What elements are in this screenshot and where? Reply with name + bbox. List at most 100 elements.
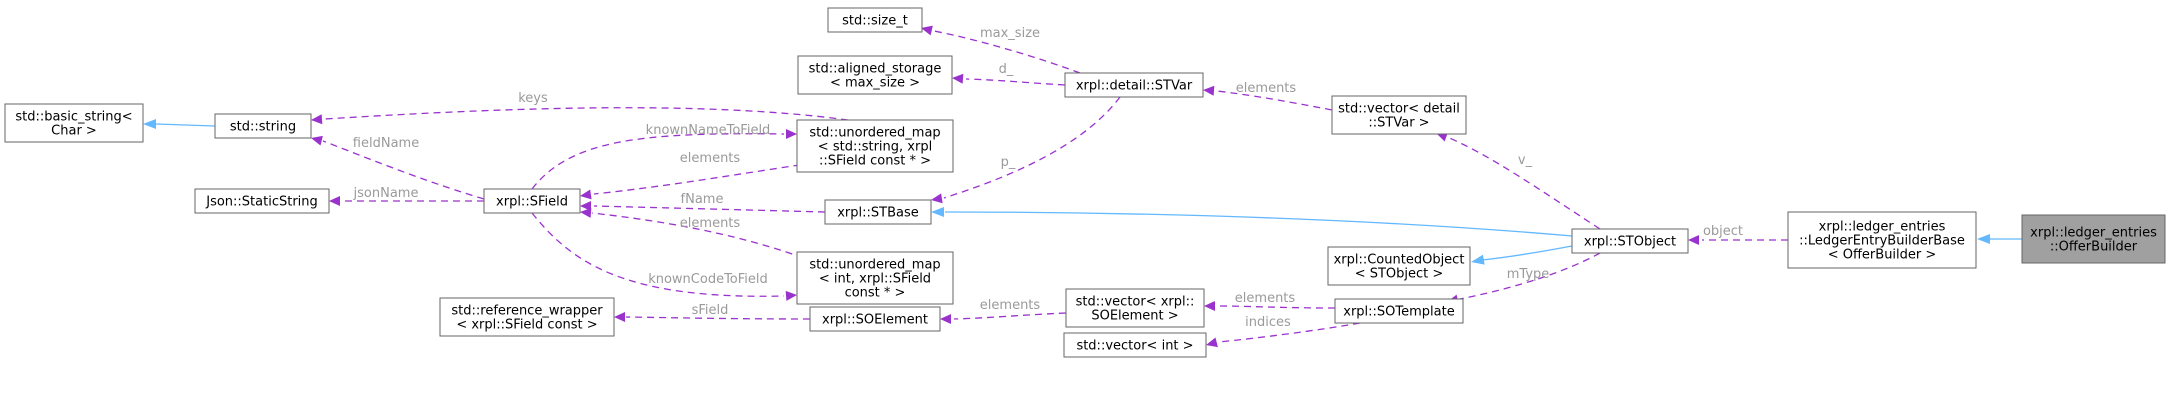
class-node-stobject[interactable]: xrpl::STObject <box>1571 228 1689 254</box>
edge-arrowhead <box>311 114 323 125</box>
class-node-label: < std::string, xrpl <box>818 140 932 155</box>
class-node-label: < STObject > <box>1355 267 1444 282</box>
edge-arrowhead <box>940 314 951 324</box>
class-node-label: xrpl::detail::STVar <box>1076 79 1193 94</box>
edge-label-object: object <box>1703 224 1743 239</box>
edge-arrowhead <box>1203 85 1215 96</box>
edge-label-mtype: mType <box>1507 267 1550 282</box>
edge-use-keys <box>324 107 849 121</box>
class-node-basic-string[interactable]: std::basic_string<Char > <box>4 103 144 143</box>
edge-arrowhead <box>580 207 592 218</box>
class-node-label: Json::StaticString <box>205 195 318 210</box>
edge-label-v: v_ <box>1518 153 1533 168</box>
class-node-box <box>1331 95 1467 135</box>
class-node-box <box>1063 332 1207 358</box>
class-node-label: const * > <box>845 286 906 301</box>
class-node-stbase[interactable]: xrpl::STBase <box>824 199 932 225</box>
edge-arrowhead <box>1204 301 1215 311</box>
class-node-label: xrpl::CountedObject <box>1334 253 1465 268</box>
class-node-box <box>827 7 923 33</box>
class-node-label: xrpl::SField <box>496 195 568 210</box>
class-node-box <box>439 297 615 337</box>
class-node-counted-object[interactable]: xrpl::CountedObject< STObject > <box>1327 246 1471 286</box>
class-node-vector-int[interactable]: std::vector< int > <box>1063 332 1207 358</box>
class-node-box <box>824 199 932 225</box>
class-node-unordered-map-int[interactable]: std::unordered_map< int, xrpl::SFieldcon… <box>796 251 954 305</box>
edge-label-keys: keys <box>518 91 548 106</box>
edge-arrowhead <box>931 207 944 217</box>
edge-use-known-code-to-field <box>531 212 785 297</box>
class-node-std-string[interactable]: std::string <box>214 113 312 139</box>
edge-label-json-name: jsonName <box>353 186 419 201</box>
edge-label-max-size: max_size <box>980 26 1040 41</box>
edge-use-p <box>943 96 1121 199</box>
class-node-sfield[interactable]: xrpl::SField <box>483 188 581 214</box>
edge-arrowhead <box>952 73 964 84</box>
class-node-label: xrpl::SOElement <box>822 313 928 328</box>
edge-use-fname <box>593 205 826 213</box>
class-node-label: Char > <box>51 124 97 139</box>
class-node-sotemplate[interactable]: xrpl::SOTemplate <box>1334 298 1464 324</box>
edge-arrowhead <box>931 193 943 204</box>
edge-use-v <box>1446 136 1601 230</box>
edge-use-max-size <box>933 30 1081 74</box>
class-node-label: std::reference_wrapper <box>451 304 603 319</box>
class-node-label: < max_size > <box>830 76 920 91</box>
edge-label-elements-map-string: elements <box>680 151 741 166</box>
edge-label-elements-stvar: elements <box>1236 81 1297 96</box>
class-node-box <box>4 103 144 143</box>
class-node-label: ::OfferBuilder <box>2050 240 2138 255</box>
edge-label-elements-soelement: elements <box>980 298 1041 313</box>
edge-arrowhead <box>580 201 591 211</box>
edge-label-sfield: sField <box>692 303 729 318</box>
class-node-box <box>1065 288 1205 328</box>
class-node-box <box>2021 214 2166 264</box>
class-node-unordered-map-string[interactable]: std::unordered_map< std::string, xrpl::S… <box>796 119 954 173</box>
class-node-aligned-storage[interactable]: std::aligned_storage< max_size > <box>797 55 953 95</box>
class-node-static-string[interactable]: Json::StaticString <box>194 188 330 214</box>
class-node-label: std::unordered_map <box>809 258 940 273</box>
class-node-label: std::aligned_storage <box>809 62 942 77</box>
class-node-box <box>796 251 954 305</box>
class-node-box <box>1064 72 1204 98</box>
edge-label-d: d_ <box>999 62 1014 77</box>
class-node-ledger-entry-builder-base[interactable]: xrpl::ledger_entries::LedgerEntryBuilder… <box>1787 211 1977 269</box>
class-node-stvar[interactable]: xrpl::detail::STVar <box>1064 72 1204 98</box>
class-node-box <box>809 306 941 332</box>
class-node-label: std::basic_string< <box>15 110 132 125</box>
class-node-label: std::size_t <box>842 14 908 29</box>
class-node-vector-soelement[interactable]: std::vector< xrpl::SOElement > <box>1065 288 1205 328</box>
class-node-box <box>797 55 953 95</box>
edge-label-indices: indices <box>1245 315 1291 330</box>
class-node-soelement[interactable]: xrpl::SOElement <box>809 306 941 332</box>
class-node-box <box>1787 211 1977 269</box>
edge-arrowhead <box>1471 254 1485 265</box>
class-node-label: std::string <box>230 120 296 135</box>
edge-use-elements-soelement <box>953 312 1067 320</box>
class-node-label: ::SField const * > <box>819 154 931 169</box>
diagram-edge-labels: object v_ mType elements indices elements sFie… <box>353 26 1744 330</box>
class-node-label: < OfferBuilder > <box>1828 248 1937 263</box>
class-node-label: SOElement > <box>1091 309 1178 324</box>
edge-arrowhead <box>580 189 592 200</box>
edge-use-elements-sotemplate <box>1215 305 1336 309</box>
class-node-label: xrpl::SOTemplate <box>1343 305 1454 320</box>
class-node-size-t[interactable]: std::size_t <box>827 7 923 33</box>
class-node-label: < int, xrpl::SField <box>819 272 931 287</box>
edge-label-elements-sotemplate: elements <box>1235 291 1296 306</box>
class-node-label: xrpl::ledger_entries <box>1819 220 1946 235</box>
class-node-label: xrpl::STObject <box>1584 235 1676 250</box>
class-node-box <box>194 188 330 214</box>
class-node-reference-wrapper[interactable]: std::reference_wrapper< xrpl::SField con… <box>439 297 615 337</box>
edge-use-sfield <box>625 316 811 320</box>
edge-arrowhead <box>143 119 156 129</box>
class-node-offer-builder[interactable]: xrpl::ledger_entries::OfferBuilder <box>2021 214 2166 264</box>
edge-inherit-stobject-countedobject <box>1481 245 1573 261</box>
edge-use-d <box>965 78 1066 86</box>
class-node-vector-stvar[interactable]: std::vector< detail::STVar > <box>1331 95 1467 135</box>
class-node-box <box>1334 298 1464 324</box>
edge-arrowhead <box>614 312 625 322</box>
diagram-nodes: xrpl::ledger_entries::OfferBuilderxrpl::… <box>4 7 2166 358</box>
class-node-label: std::vector< int > <box>1076 339 1193 354</box>
